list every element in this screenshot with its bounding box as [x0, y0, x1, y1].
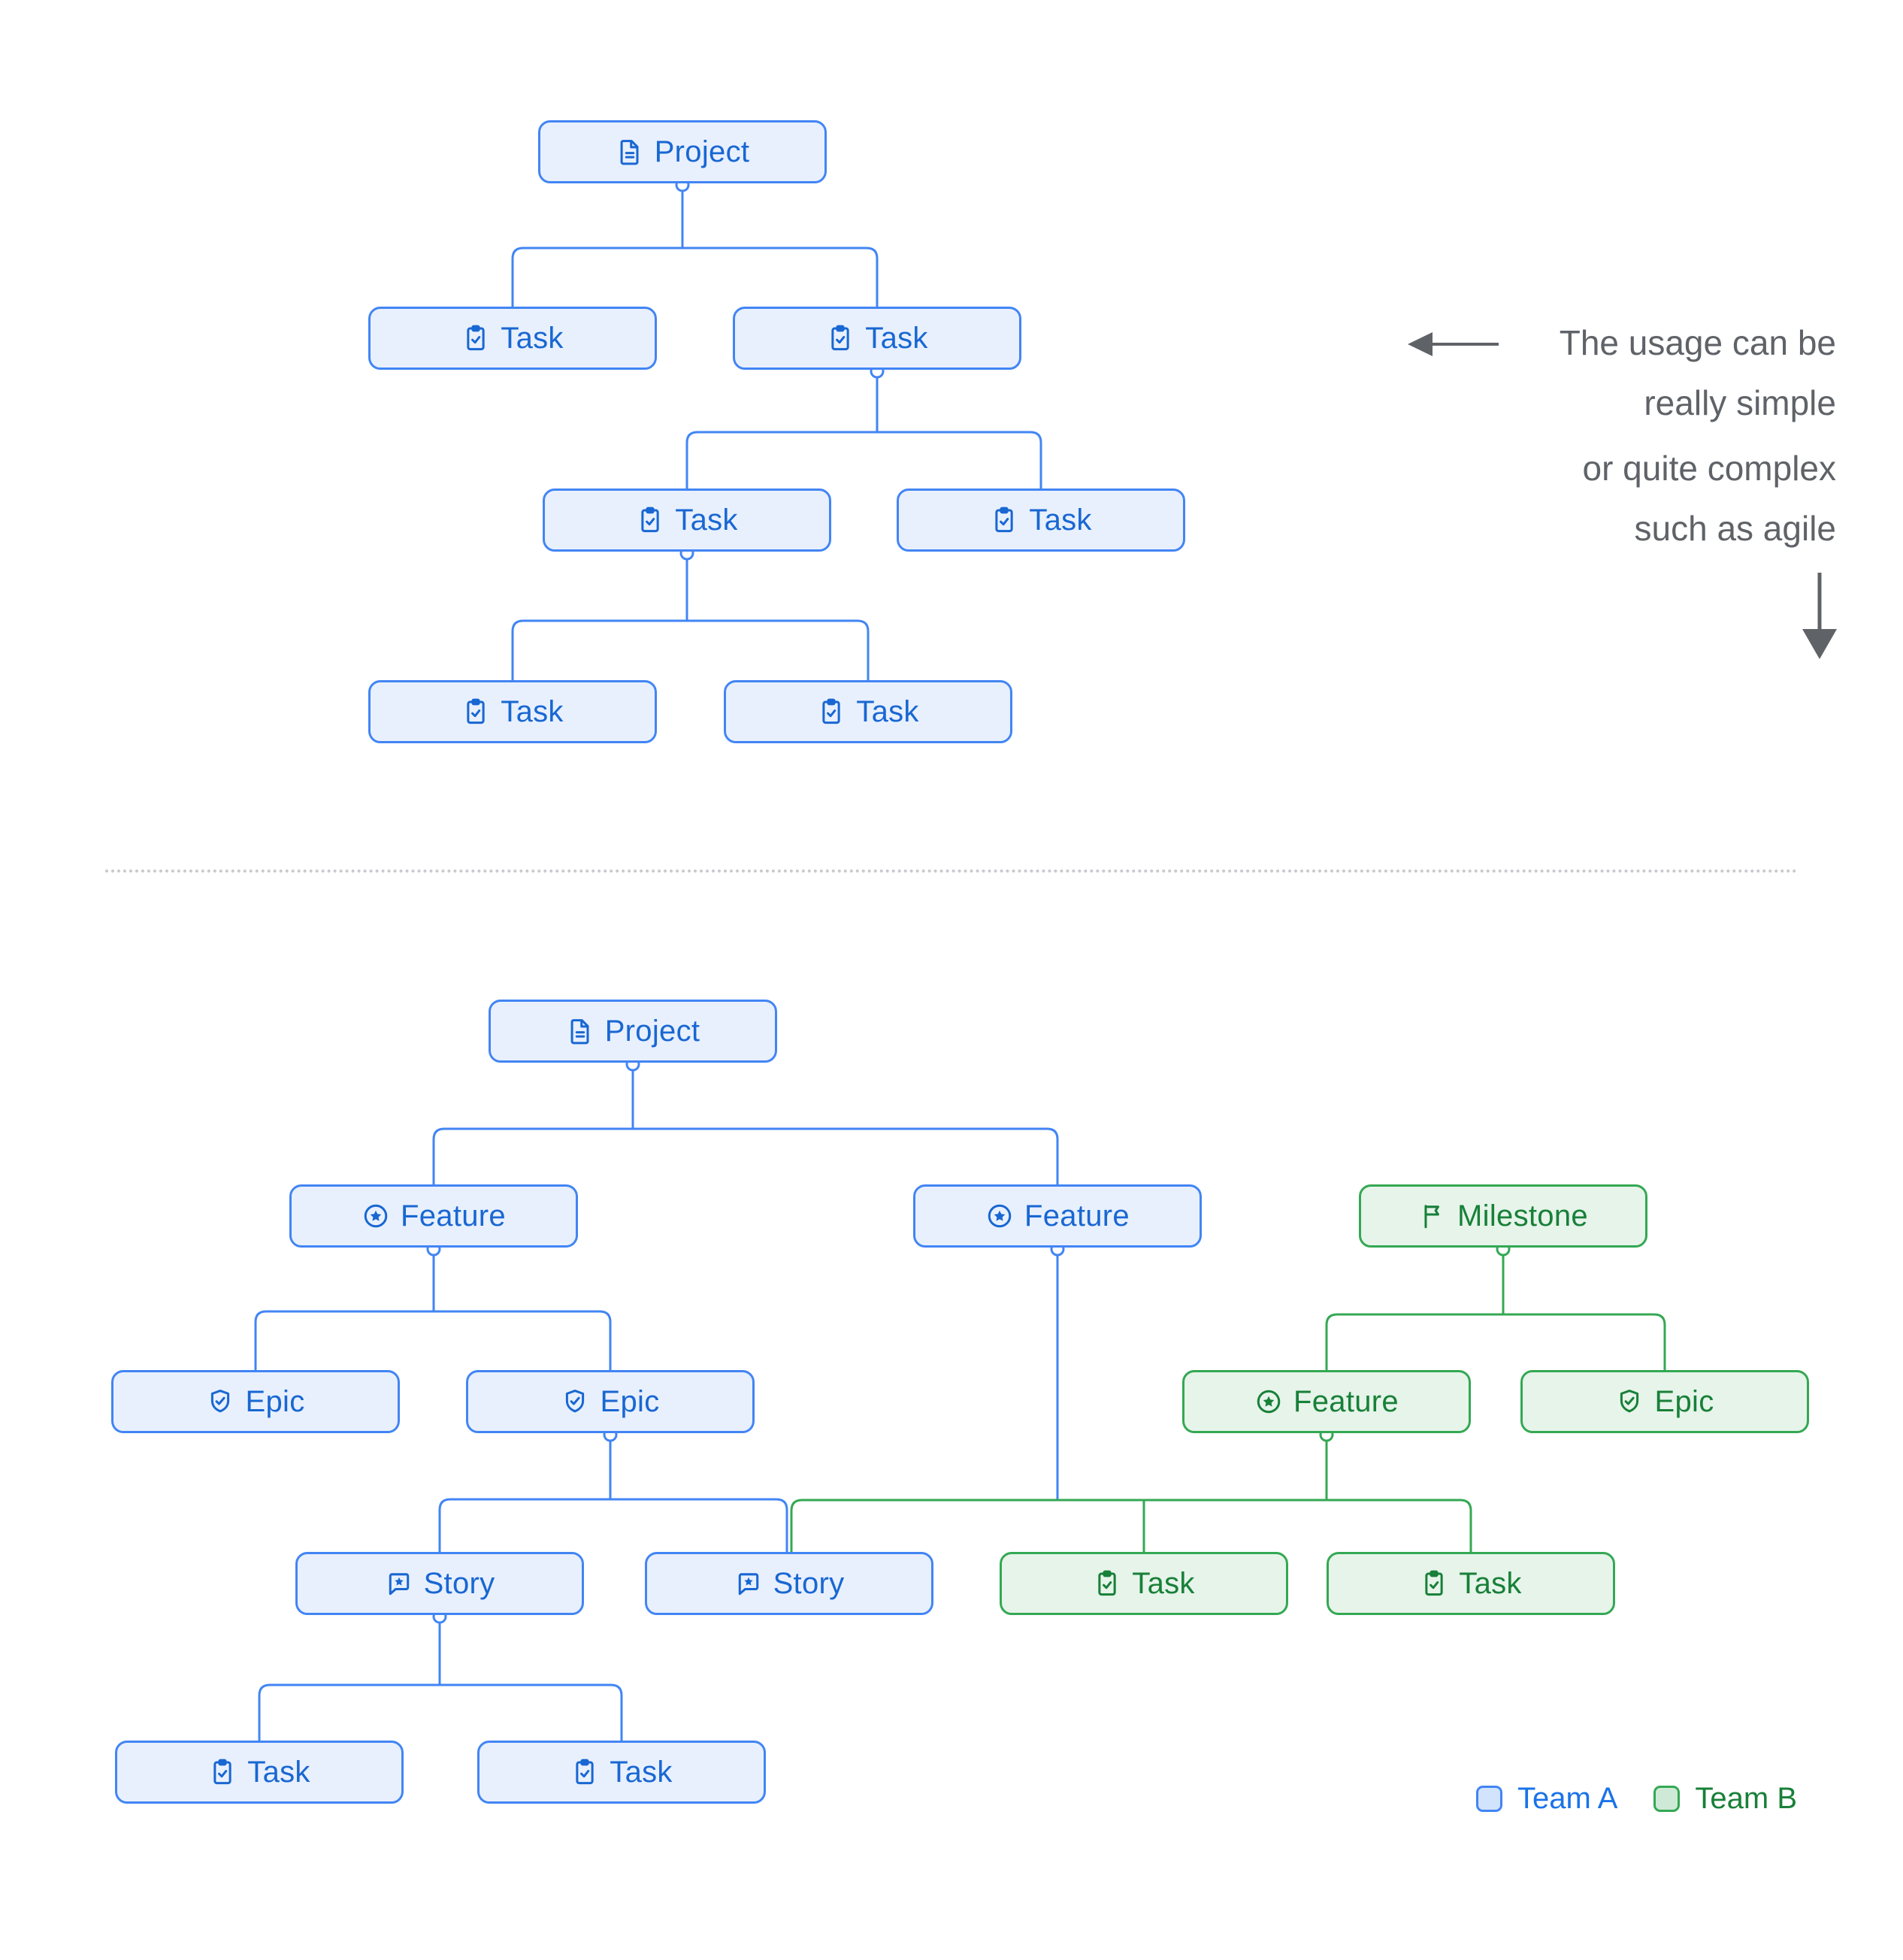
team-a-label: Team A — [1517, 1782, 1618, 1815]
node-feature: Feature — [289, 1184, 578, 1248]
edge-epic2-stories — [438, 1440, 788, 1552]
node-label: Project — [654, 135, 750, 168]
node-task: Task — [1000, 1552, 1288, 1615]
node-epic: Epic — [466, 1370, 755, 1433]
node-task: Task — [477, 1741, 766, 1804]
task-icon — [461, 324, 490, 352]
node-label: Task — [501, 694, 564, 728]
node-task: Task — [1327, 1552, 1615, 1615]
node-task: Task — [543, 488, 831, 552]
node-label: Feature — [1293, 1384, 1399, 1418]
node-project: Project — [489, 1000, 777, 1063]
node-label: Epic — [245, 1384, 305, 1418]
node-story: Story — [645, 1552, 933, 1615]
task-icon — [817, 697, 846, 726]
epic-icon — [561, 1387, 589, 1416]
task-icon — [208, 1758, 237, 1786]
epic-icon — [1615, 1387, 1644, 1416]
annotation-line: such as agile — [1634, 509, 1837, 548]
milestone-icon — [1418, 1202, 1447, 1230]
node-label: Task — [675, 503, 738, 537]
node-label: Milestone — [1457, 1199, 1588, 1233]
task-icon — [570, 1758, 599, 1786]
edge-top-task2-children — [685, 377, 1042, 488]
task-icon — [990, 506, 1018, 534]
node-label: Task — [865, 321, 928, 355]
node-label: Task — [247, 1755, 310, 1789]
annotation-line: The usage can be — [1559, 323, 1836, 362]
task-icon — [1093, 1569, 1121, 1598]
team-legend: Team A Team B — [1476, 1782, 1797, 1816]
node-label: Task — [1132, 1566, 1195, 1600]
node-milestone: Milestone — [1359, 1184, 1647, 1248]
project-icon — [616, 138, 644, 166]
node-task: Task — [724, 680, 1012, 743]
node-label: Story — [423, 1566, 495, 1600]
annotation-line: really simple — [1644, 383, 1836, 422]
node-feature: Feature — [1182, 1370, 1471, 1433]
node-task: Task — [368, 680, 657, 743]
node-task: Task — [115, 1741, 404, 1804]
edge-green-rail — [790, 1499, 1472, 1552]
node-label: Epic — [1654, 1384, 1714, 1418]
project-icon — [566, 1017, 594, 1045]
node-label: Project — [604, 1014, 700, 1048]
edge-story1-tasks — [258, 1622, 623, 1741]
team-a-swatch — [1476, 1786, 1502, 1812]
node-task: Task — [897, 488, 1185, 552]
edge-bottom-project-features — [432, 1069, 1059, 1184]
story-icon — [385, 1569, 413, 1598]
team-b-label: Team B — [1695, 1782, 1798, 1815]
legend-item-team-b: Team B — [1653, 1782, 1797, 1816]
edge-milestone-children — [1325, 1254, 1666, 1370]
section-divider — [105, 870, 1798, 873]
annotation-line: or quite complex — [1582, 449, 1837, 488]
node-label: Feature — [1024, 1199, 1130, 1233]
node-label: Task — [856, 694, 919, 728]
task-icon — [1420, 1569, 1448, 1598]
edge-top-task3-children — [511, 558, 870, 680]
feature-icon — [1254, 1387, 1283, 1416]
node-feature: Feature — [913, 1184, 1202, 1248]
node-label: Task — [1459, 1566, 1522, 1600]
node-label: Task — [1029, 503, 1092, 537]
node-label: Task — [501, 321, 564, 355]
story-icon — [734, 1569, 763, 1598]
node-story: Story — [295, 1552, 584, 1615]
node-epic: Epic — [1520, 1370, 1809, 1433]
edge-feature1-epics — [254, 1254, 612, 1370]
node-label: Story — [773, 1566, 845, 1600]
annotation-text: The usage can be really simple or quite … — [1560, 313, 1836, 558]
node-label: Feature — [401, 1199, 506, 1233]
task-icon — [636, 506, 664, 534]
legend-item-team-a: Team A — [1476, 1782, 1617, 1816]
task-icon — [461, 697, 490, 726]
node-epic: Epic — [111, 1370, 400, 1433]
node-task: Task — [733, 307, 1021, 370]
feature-icon — [985, 1202, 1014, 1230]
task-icon — [826, 324, 855, 352]
node-task: Task — [368, 307, 657, 370]
node-project: Project — [538, 120, 827, 183]
node-label: Epic — [600, 1384, 660, 1418]
left-arrow — [1408, 332, 1499, 356]
edge-top-project-tasks — [511, 191, 879, 307]
feature-icon — [362, 1202, 390, 1230]
team-b-swatch — [1653, 1786, 1681, 1812]
epic-icon — [206, 1387, 234, 1416]
node-label: Task — [610, 1755, 673, 1789]
down-arrow — [1802, 573, 1837, 659]
